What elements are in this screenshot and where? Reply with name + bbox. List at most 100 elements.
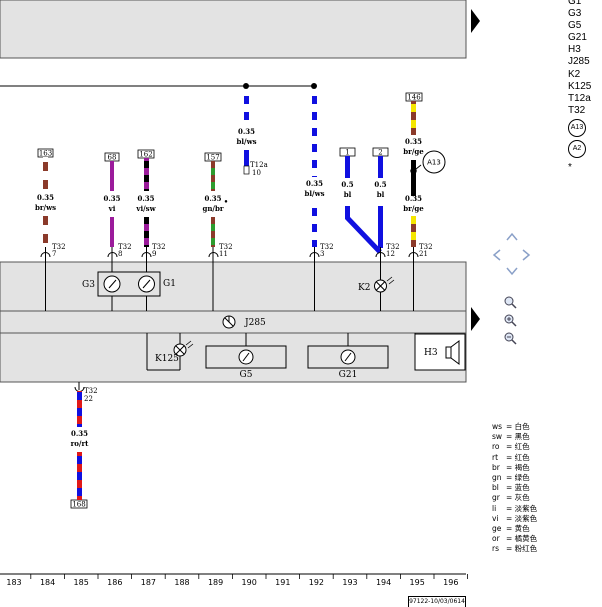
color-code: sw (492, 432, 503, 442)
legend-item[interactable]: K2 (568, 68, 581, 80)
color-code: gn (492, 473, 502, 483)
ruler-label: 187 (141, 578, 156, 587)
zoom-icon[interactable] (504, 296, 517, 309)
svg-text:0.35: 0.35 (37, 193, 54, 202)
wire-ro-rt[interactable]: T32 22 0.35 ro/rt (71, 386, 98, 500)
wire-br-ge[interactable]: 0.35 br/ge 0.35 br/ge (403, 101, 424, 247)
svg-text:G3: G3 (82, 280, 95, 290)
svg-text:T32: T32 (386, 243, 400, 251)
pan-down-icon[interactable] (505, 266, 519, 278)
legend-item[interactable]: G3 (568, 8, 582, 20)
legend-sidebar (470, 0, 602, 606)
legend-item[interactable]: G1 (568, 0, 582, 7)
wire-gn-br[interactable]: 0.35 gn/br • (202, 161, 228, 247)
pin-t32-11[interactable]: T32 11 (208, 243, 233, 311)
component-legend: G1 G3 G5 G21 H3 J285 K2 K125 T12a T32 A1… (568, 0, 591, 174)
legend-circle-item[interactable]: A2 (568, 139, 591, 158)
svg-text:0.5: 0.5 (341, 180, 353, 189)
legend-item[interactable]: J285 (568, 56, 590, 68)
svg-text:0.35: 0.35 (103, 194, 120, 203)
color-code-item: li= 淡紫色 (492, 504, 537, 514)
j285-control-unit[interactable]: J285 (222, 315, 266, 329)
color-code: bl (492, 483, 499, 493)
color-code-separator: = (506, 462, 515, 472)
wire-vi-sw[interactable]: 0.35 vi/sw (135, 158, 157, 247)
color-code-meaning: 橘黄色 (514, 534, 538, 544)
pin-t32-7[interactable]: T32 7 (40, 243, 66, 311)
zoom-out-icon[interactable] (504, 332, 517, 345)
ruler-label: 188 (174, 578, 189, 587)
zoom-in-icon[interactable] (504, 314, 517, 327)
svg-text:8: 8 (118, 250, 122, 258)
legend-item[interactable]: G5 (568, 20, 582, 32)
color-code-item: or= 橘黄色 (492, 534, 537, 544)
page-prev-arrow[interactable] (470, 8, 482, 34)
color-code-meaning: 黑色 (514, 432, 530, 442)
k2-warning-lamp[interactable]: K2 (358, 276, 395, 311)
svg-text:12: 12 (386, 250, 395, 258)
g5-gauge[interactable]: G5 (205, 345, 287, 380)
legend-item[interactable]: K125 (568, 80, 592, 92)
pan-right-icon[interactable] (521, 248, 533, 262)
ruler-label: 183 (6, 578, 21, 587)
svg-text:K125: K125 (155, 354, 179, 364)
legend-item[interactable]: T32 (568, 104, 586, 116)
ruler-label: 191 (275, 578, 290, 587)
ruler-label: 193 (342, 578, 357, 587)
legend-item[interactable]: G21 (568, 32, 587, 44)
svg-text:T32: T32 (320, 243, 334, 251)
color-code: or (492, 534, 500, 544)
pin-t32-8[interactable]: T32 8 (107, 243, 132, 272)
wire-br-ws[interactable]: 0.35 br/ws (35, 157, 56, 246)
svg-text:9: 9 (152, 250, 156, 258)
pan-left-icon[interactable] (490, 248, 502, 262)
source-ref-157: 157 (204, 152, 222, 162)
legend-item[interactable]: T12a (568, 92, 591, 104)
svg-text:0.35: 0.35 (405, 194, 422, 203)
svg-text:G1: G1 (163, 279, 176, 289)
wire-bl-2[interactable]: 0.5 bl (374, 156, 387, 248)
svg-text:T32: T32 (52, 243, 66, 251)
source-ref-68: 68 (104, 152, 120, 162)
svg-text:G21: G21 (339, 370, 358, 380)
color-code-meaning: 红色 (514, 452, 530, 462)
svg-text:H3: H3 (424, 348, 438, 358)
legend-circle-item[interactable]: A13 (568, 118, 591, 137)
svg-text:bl: bl (344, 190, 352, 199)
gauge-cluster-g3-g1[interactable]: G3 G1 (82, 271, 176, 311)
svg-text:vi/sw: vi/sw (135, 204, 156, 213)
svg-text:gn/br: gn/br (202, 204, 223, 213)
pan-up-icon[interactable] (505, 230, 519, 242)
wire-vi[interactable]: 0.35 vi (103, 161, 121, 247)
pin-t32-3[interactable]: T32 3 (309, 243, 334, 311)
color-code: ws (492, 422, 503, 431)
color-code-item: gr= 灰色 (492, 493, 537, 503)
wire-bl-ws-t32[interactable]: 0.35 bl/ws (304, 89, 325, 247)
svg-text:7: 7 (52, 250, 56, 258)
svg-text:162: 162 (139, 151, 152, 159)
ruler-label: 195 (410, 578, 425, 587)
svg-text:bl/ws: bl/ws (236, 137, 256, 146)
svg-text:G5: G5 (240, 370, 253, 380)
color-code-item: rs= 粉红色 (492, 544, 537, 554)
a13-symbol[interactable]: A13 (422, 150, 446, 174)
h3-buzzer[interactable]: H3 (414, 333, 466, 371)
pin-t32-9[interactable]: T32 9 (141, 243, 166, 272)
pin-t32-12[interactable]: T32 12 (375, 243, 400, 280)
page-next-arrow[interactable] (470, 306, 482, 332)
wire-bl-ws-t12a[interactable]: 0.35 bl/ws T12a 10 (236, 89, 268, 177)
ruler-label: 189 (208, 578, 223, 587)
legend-item[interactable]: H3 (568, 44, 581, 56)
color-code: ge (492, 524, 502, 534)
wire-bl-1[interactable]: 0.5 bl (341, 156, 382, 254)
svg-text:0.35: 0.35 (238, 127, 255, 136)
pin-t32-21[interactable]: T32 21 (408, 243, 433, 311)
svg-text:T32: T32 (118, 243, 132, 251)
svg-text:157: 157 (206, 154, 219, 162)
g21-gauge[interactable]: G21 (307, 345, 389, 380)
bus-junction (311, 83, 317, 89)
k125-warning-lamp[interactable]: K125 (155, 340, 194, 364)
color-code-item: ws= 白色 (492, 422, 537, 432)
color-code-separator: = (506, 513, 515, 523)
